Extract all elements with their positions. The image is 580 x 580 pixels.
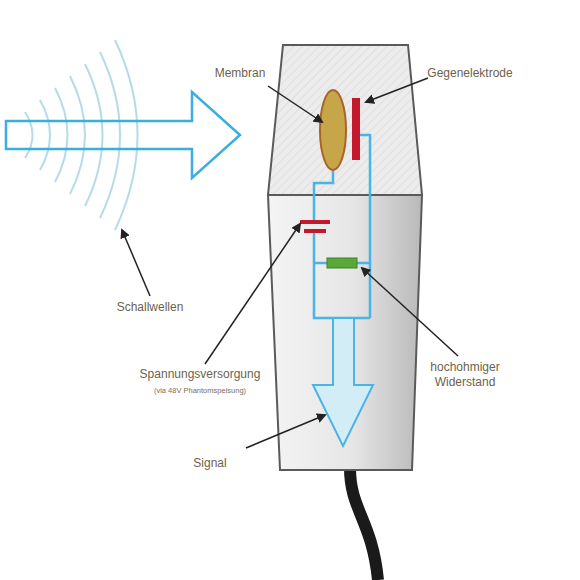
part-label: Signal	[193, 456, 226, 471]
battery-symbol	[304, 229, 326, 233]
sound-waves	[25, 40, 138, 230]
part-label: Membran	[215, 66, 266, 81]
signal-arrow	[313, 318, 373, 446]
battery-symbol	[300, 220, 330, 224]
circuit-wires	[314, 135, 370, 318]
part-label: hochohmiger Widerstand	[415, 360, 515, 390]
cable	[350, 468, 378, 580]
part-label: Gegenelektrode	[427, 66, 512, 81]
resistor-symbol	[327, 258, 357, 268]
part-label: Schallwellen	[117, 300, 184, 315]
leader-lines	[122, 78, 458, 448]
mic-head	[268, 45, 422, 195]
counter-electrode	[352, 98, 360, 160]
note-label: (via 48V Phantomspeisung)	[154, 386, 246, 395]
part-label: Spannungsversorgung	[140, 367, 261, 382]
sound-arrow	[6, 92, 240, 178]
membrane	[320, 90, 346, 170]
